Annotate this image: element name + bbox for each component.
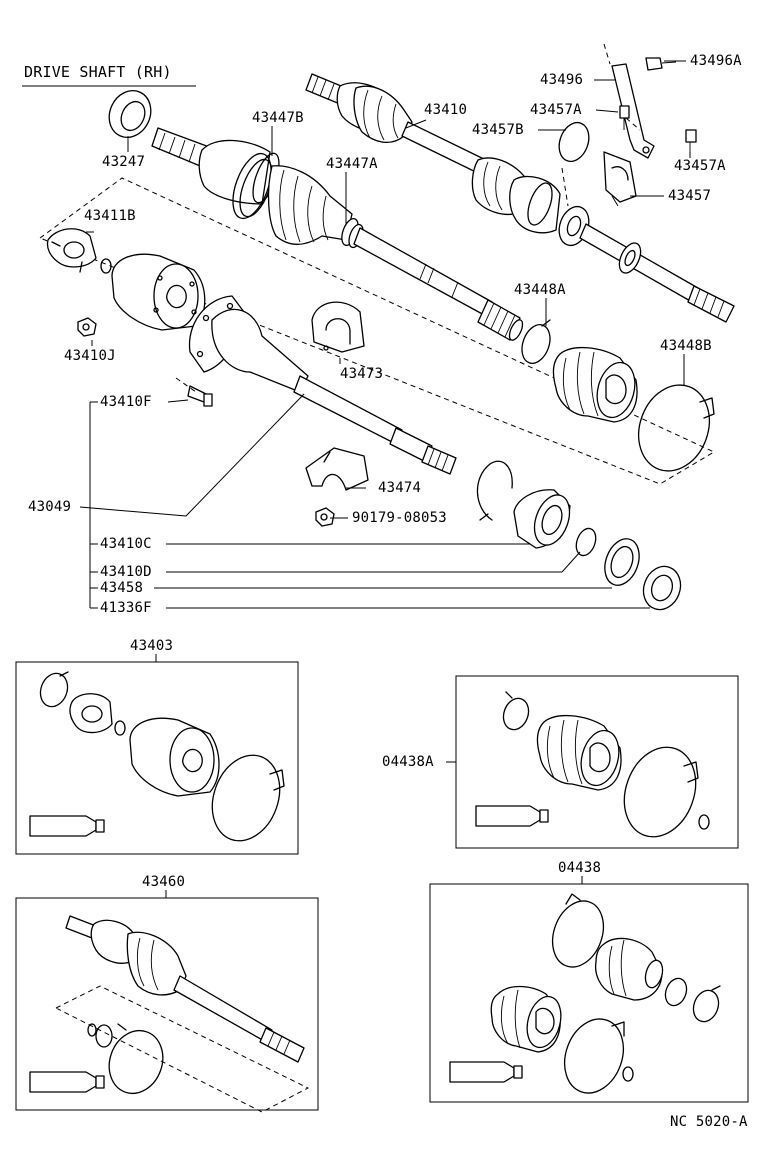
drive-shaft-assembly-upper[interactable] [305, 73, 735, 323]
kit-box-43460[interactable] [15, 890, 319, 1113]
drive-shaft-assembly-lower[interactable] [151, 127, 525, 342]
bracket-dashed-guide-right [625, 117, 641, 131]
bolt-43457A-top[interactable] [619, 105, 630, 130]
part-label-43460[interactable]: 43460 [142, 874, 186, 890]
inboard-boot[interactable] [552, 346, 640, 423]
bracket-dashed-guide-top [603, 43, 611, 65]
snap-ring-43457B[interactable] [554, 118, 594, 165]
oil-seal-41336F[interactable] [638, 561, 687, 615]
bearing-support-43474[interactable] [305, 447, 369, 491]
part-label-43448A[interactable]: 43448A [514, 282, 566, 298]
part-label-43410J[interactable]: 43410J [64, 348, 116, 364]
kit-box-43403[interactable] [15, 654, 299, 855]
kit-box-04438A[interactable] [446, 675, 739, 849]
oil-seal-43247[interactable] [102, 84, 159, 144]
part-label-04438[interactable]: 04438 [558, 860, 602, 876]
part-label-43410C[interactable]: 43410C [100, 536, 152, 552]
part-label-43448B[interactable]: 43448B [660, 338, 712, 354]
center-bearing-bracket-43457[interactable] [603, 151, 637, 207]
nut-90179-08053[interactable] [315, 507, 335, 527]
dust-cover-43458[interactable] [599, 534, 645, 590]
part-label-43049[interactable]: 43049 [28, 499, 72, 515]
part-label-43410D[interactable]: 43410D [100, 564, 152, 580]
bolt-43410F-dashed-guide [175, 377, 197, 393]
part-label-43457[interactable]: 43457 [668, 188, 712, 204]
diagram-title: DRIVE SHAFT (RH) [24, 63, 172, 81]
snap-ring-43410D[interactable] [573, 526, 599, 558]
nut-43410J[interactable] [77, 317, 97, 337]
part-label-43473[interactable]: 43473 [340, 366, 384, 382]
center-bearing-43410C[interactable] [513, 489, 576, 550]
bolt-43457A-right[interactable] [685, 129, 697, 154]
intermediate-shaft-43049[interactable] [188, 295, 457, 475]
part-label-43447B[interactable]: 43447B [252, 110, 304, 126]
part-label-43410F[interactable]: 43410F [100, 394, 152, 410]
kit-43460-dashed-outline [54, 985, 310, 1113]
part-label-43247[interactable]: 43247 [102, 154, 146, 170]
part-label-43403[interactable]: 43403 [130, 638, 174, 654]
part-label-43496A[interactable]: 43496A [690, 53, 742, 69]
part-label-43458[interactable]: 43458 [100, 580, 144, 596]
part-label-43496[interactable]: 43496 [540, 72, 584, 88]
bearing-support-43473[interactable] [311, 301, 365, 353]
part-label-43457A-top[interactable]: 43457A [530, 102, 582, 118]
bracket-43496[interactable] [611, 63, 655, 159]
part-label-41336F[interactable]: 41336F [100, 600, 152, 616]
part-label-43457B[interactable]: 43457B [472, 122, 524, 138]
kit-box-04438[interactable] [429, 876, 749, 1103]
inboard-joint-dashed-outline [38, 177, 716, 485]
part-label-43411B[interactable]: 43411B [84, 208, 136, 224]
part-label-43447A[interactable]: 43447A [326, 156, 378, 172]
diagram-reference-code: NC 5020-A [670, 1114, 748, 1130]
snap-ring-dashed-guide [561, 167, 569, 207]
part-label-43457A-right[interactable]: 43457A [674, 158, 726, 174]
snap-ring-small[interactable] [100, 258, 112, 274]
part-label-90179-08053[interactable]: 90179-08053 [352, 510, 447, 526]
tripod-joint-43411B[interactable] [46, 228, 97, 273]
clamp-43448B[interactable] [627, 375, 721, 481]
bolt-43496A[interactable] [645, 57, 677, 71]
inboard-joint-housing[interactable] [111, 253, 206, 331]
part-label-43410[interactable]: 43410 [424, 102, 468, 118]
snap-ring-arc[interactable] [476, 460, 513, 521]
part-label-04438A[interactable]: 04438A [382, 754, 434, 770]
part-label-43474[interactable]: 43474 [378, 480, 422, 496]
leader-lines-main [79, 60, 691, 609]
